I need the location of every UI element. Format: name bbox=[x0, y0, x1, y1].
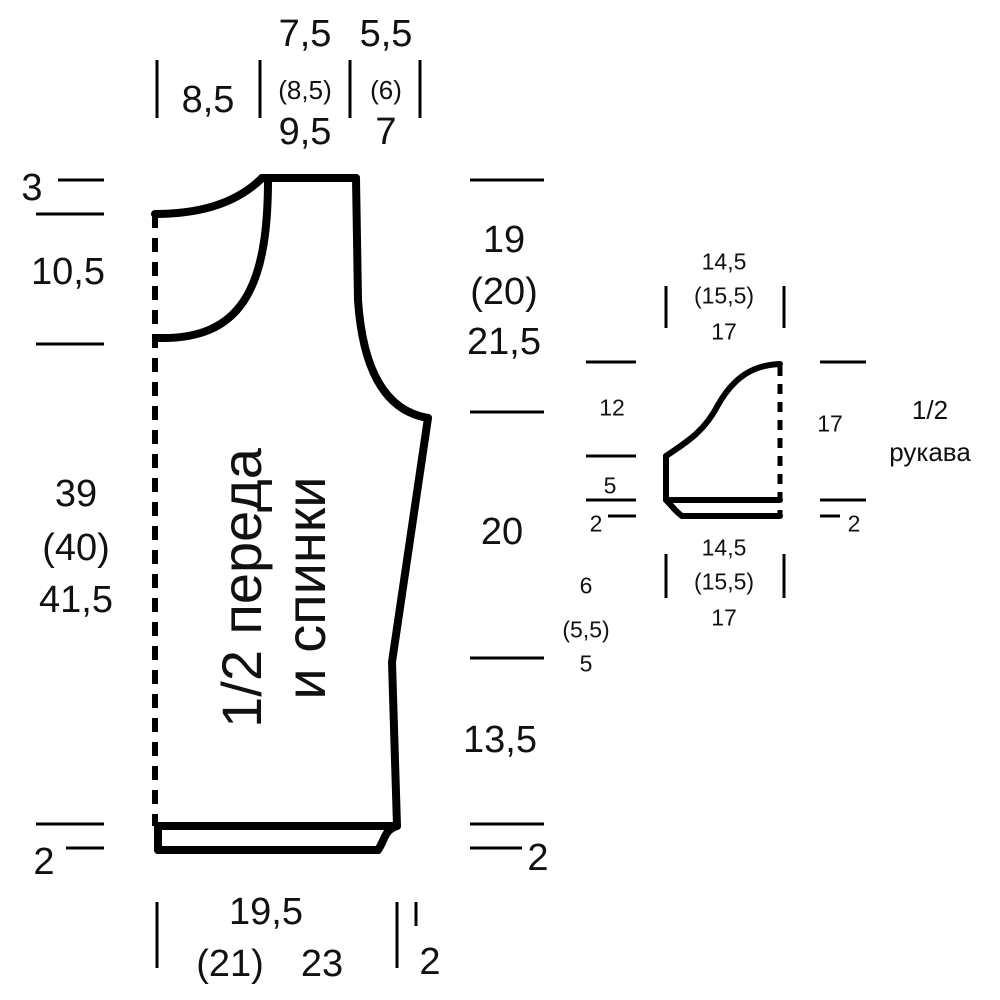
shoulder-width-2: (6) bbox=[370, 75, 402, 105]
bottom-width-2: (21) bbox=[196, 943, 264, 985]
top-left-width: 8,5 bbox=[181, 79, 235, 121]
sleeve-cap-curve bbox=[663, 361, 783, 459]
sleeve-lower-label: 5 bbox=[603, 472, 617, 499]
side-length-2: (40) bbox=[42, 527, 110, 569]
dimension-ticks bbox=[36, 60, 866, 968]
sleeve-bottom-width-2: (15,5) bbox=[693, 568, 755, 595]
sleeve-right-cuff-label: 2 bbox=[847, 510, 861, 537]
armhole-curve bbox=[154, 176, 272, 343]
neck-drop-label: 3 bbox=[21, 167, 43, 209]
sleeve-cap-rise-label: 12 bbox=[599, 394, 625, 421]
bottom-width-1: 19,5 bbox=[229, 891, 303, 933]
sleeve-title-line2: рукава bbox=[889, 437, 971, 467]
armhole-height-2: (20) bbox=[470, 271, 538, 313]
mid-section-label: 20 bbox=[480, 511, 524, 553]
neckline-curve bbox=[352, 174, 432, 422]
armhole-height-3: 21,5 bbox=[467, 321, 541, 363]
neck-width-2: (8,5) bbox=[278, 75, 332, 105]
sleeve-top-width-3: 17 bbox=[711, 318, 737, 345]
body-outline bbox=[151, 174, 432, 854]
hem-corner-curve bbox=[374, 822, 401, 854]
sleeve-height-label: 17 bbox=[817, 410, 843, 437]
body-piece-title: 1/2 переда и спинки bbox=[210, 448, 338, 728]
sleeve-outline bbox=[663, 361, 783, 519]
sleeve-top-width-1: 14,5 bbox=[701, 248, 747, 275]
left-hem-band-label: 2 bbox=[33, 841, 55, 883]
body-title-line2: и спинки bbox=[274, 476, 337, 700]
bottom-side-step-label: 2 bbox=[419, 941, 441, 983]
shoulder-width-3: 7 bbox=[375, 111, 397, 153]
armhole-height-1: 19 bbox=[482, 219, 526, 261]
shoulder-width-1: 5,5 bbox=[359, 13, 413, 55]
lower-section-label: 13,5 bbox=[463, 719, 537, 761]
sleeve-left-cuff-label: 2 bbox=[589, 510, 603, 537]
neck-width-3: 9,5 bbox=[278, 111, 332, 153]
mid-offset-2: (5,5) bbox=[562, 616, 610, 643]
side-length-1: 39 bbox=[54, 473, 98, 515]
body-title-line1: 1/2 переда bbox=[210, 448, 273, 728]
right-hem-band-label: 2 bbox=[527, 837, 549, 879]
neck-width-1: 7,5 bbox=[278, 13, 332, 55]
sleeve-title-line1: 1/2 bbox=[911, 395, 949, 425]
side-length-3: 41,5 bbox=[39, 579, 113, 621]
sleeve-bottom-width-3: 17 bbox=[711, 604, 737, 631]
sleeve-top-width-2: (15,5) bbox=[693, 282, 755, 309]
mid-offset-1: 6 bbox=[579, 572, 593, 599]
mid-offset-3: 5 bbox=[579, 650, 593, 677]
side-seam-line bbox=[388, 414, 432, 830]
armhole-depth-label: 10,5 bbox=[31, 251, 105, 293]
sleeve-bottom-width-1: 14,5 bbox=[701, 534, 747, 561]
bottom-width-3: 23 bbox=[300, 943, 344, 985]
shoulder-slope-line bbox=[151, 174, 266, 218]
sleeve-lower-line bbox=[663, 453, 783, 503]
sleeve-cuff-curve bbox=[663, 497, 685, 519]
